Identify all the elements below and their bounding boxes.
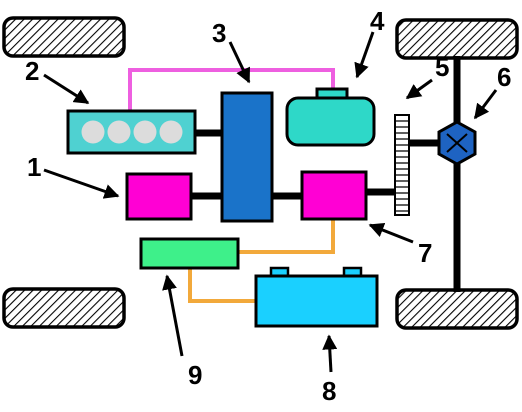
wire-controller-to-motor [238,220,335,254]
motor-generator-1 [125,172,193,221]
leader-arrow-4 [354,31,375,79]
label-5: 5 [435,52,449,82]
leader-arrow-3 [228,41,251,84]
gearbox [220,91,274,223]
label-4: 4 [370,6,385,36]
differential-icon [437,120,477,166]
leader-arrow-8 [322,334,338,373]
label-2: 2 [25,56,39,86]
label-3: 3 [212,18,226,48]
leader-arrow-1 [43,168,120,199]
wheel-front-left-icon [2,16,126,58]
leader-arrow-5 [405,78,433,100]
label-6: 6 [497,62,511,92]
leader-arrow-9 [162,274,184,357]
wheel-rear-left-icon [2,287,126,329]
label-9: 9 [188,360,202,390]
wheel-rear-right-icon [395,288,519,330]
label-7: 7 [418,238,432,268]
label-1: 1 [27,152,41,182]
engine [66,109,197,155]
fuel-line [128,68,335,111]
controller [139,237,240,270]
battery [254,266,379,328]
motor-generator-2 [300,170,368,221]
leader-arrow-7 [368,222,414,244]
leader-arrow-6 [473,89,498,120]
leader-arrow-2 [43,73,90,105]
gear-icon [394,114,410,216]
wire-controller-to-battery [188,268,256,303]
fuel-tank [285,87,376,147]
label-8: 8 [322,376,336,406]
wheel-front-right-icon [395,18,519,60]
